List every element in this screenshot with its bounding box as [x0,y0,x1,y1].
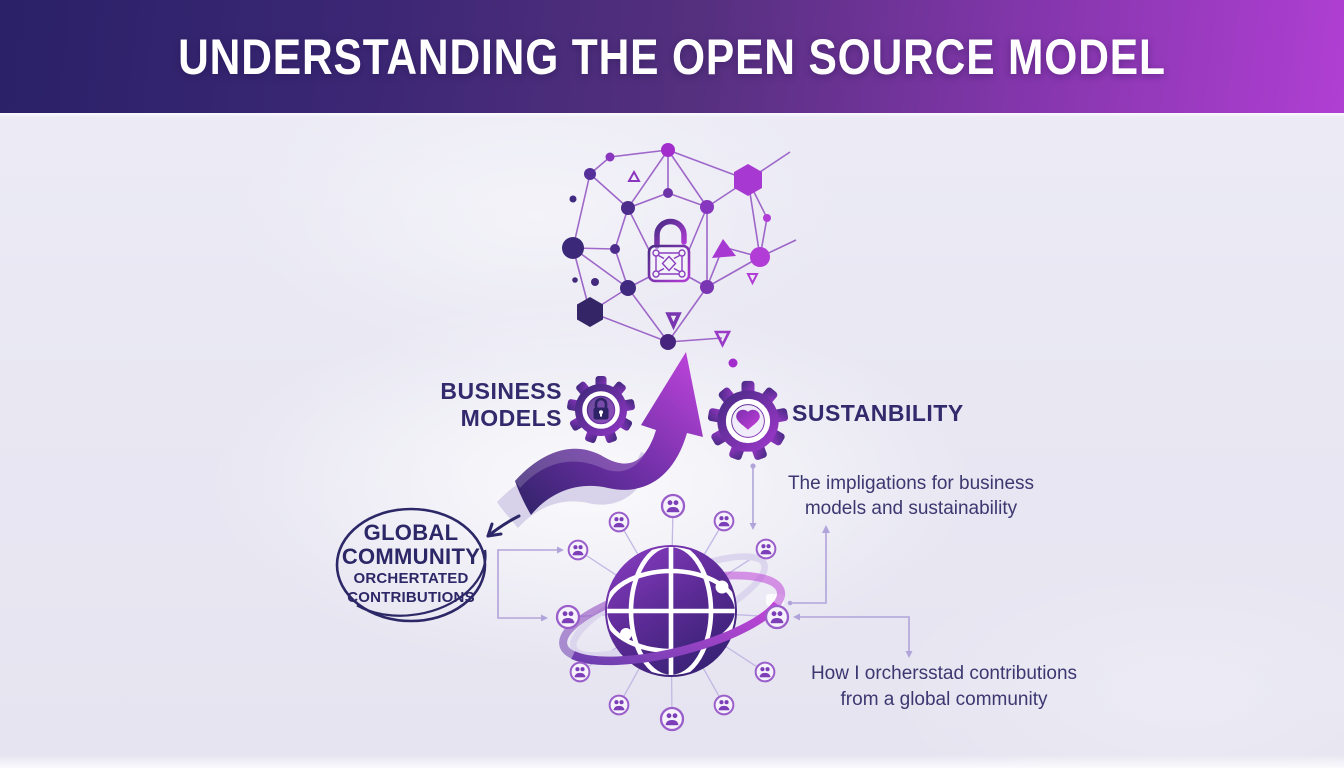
community-line1: GLOBAL [363,520,459,545]
community-line4: CONTRIBUTIONS [347,589,475,606]
growth-arrow-icon [497,352,703,528]
sustainability-label: SUSTANBILITY [792,400,964,426]
orchestration-note: How I orchersstad contributions from a g… [810,661,1078,713]
sketch-circle [331,507,487,623]
community-line3: ORCHERTATED [353,570,469,587]
unlock-icon [647,218,691,283]
page-title: UNDERSTANDING THE OPEN SOURCE MODEL [178,28,1166,85]
gear-heart-icon [707,381,788,461]
orchestration-line1: How I orchersstad contributions [810,663,1078,684]
community-line2: COMMUNITY [341,544,481,569]
header-banner: UNDERSTANDING THE OPEN SOURCE MODEL [0,0,1344,117]
global-community-badge: GLOBAL COMMUNITY ORCHERTATED CONTRIBUTIO… [330,521,492,607]
open-source-network-graphic [562,143,797,368]
business-models-line1: BUSINESS [440,378,562,404]
bottom-fade [0,755,1344,768]
sketch-arrow-icon [486,514,521,538]
business-models-line2: MODELS [460,405,562,431]
implications-note: The impligations for business models and… [780,471,1042,521]
business-models-label: BUSINESS MODELS [440,378,562,432]
orchestration-line2: from a global community [840,689,1048,710]
implications-line2: models and sustainability [804,498,1018,519]
implications-line1: The impligations for business [787,473,1035,494]
globe-icon [559,545,785,677]
gear-lock-icon [567,376,636,444]
